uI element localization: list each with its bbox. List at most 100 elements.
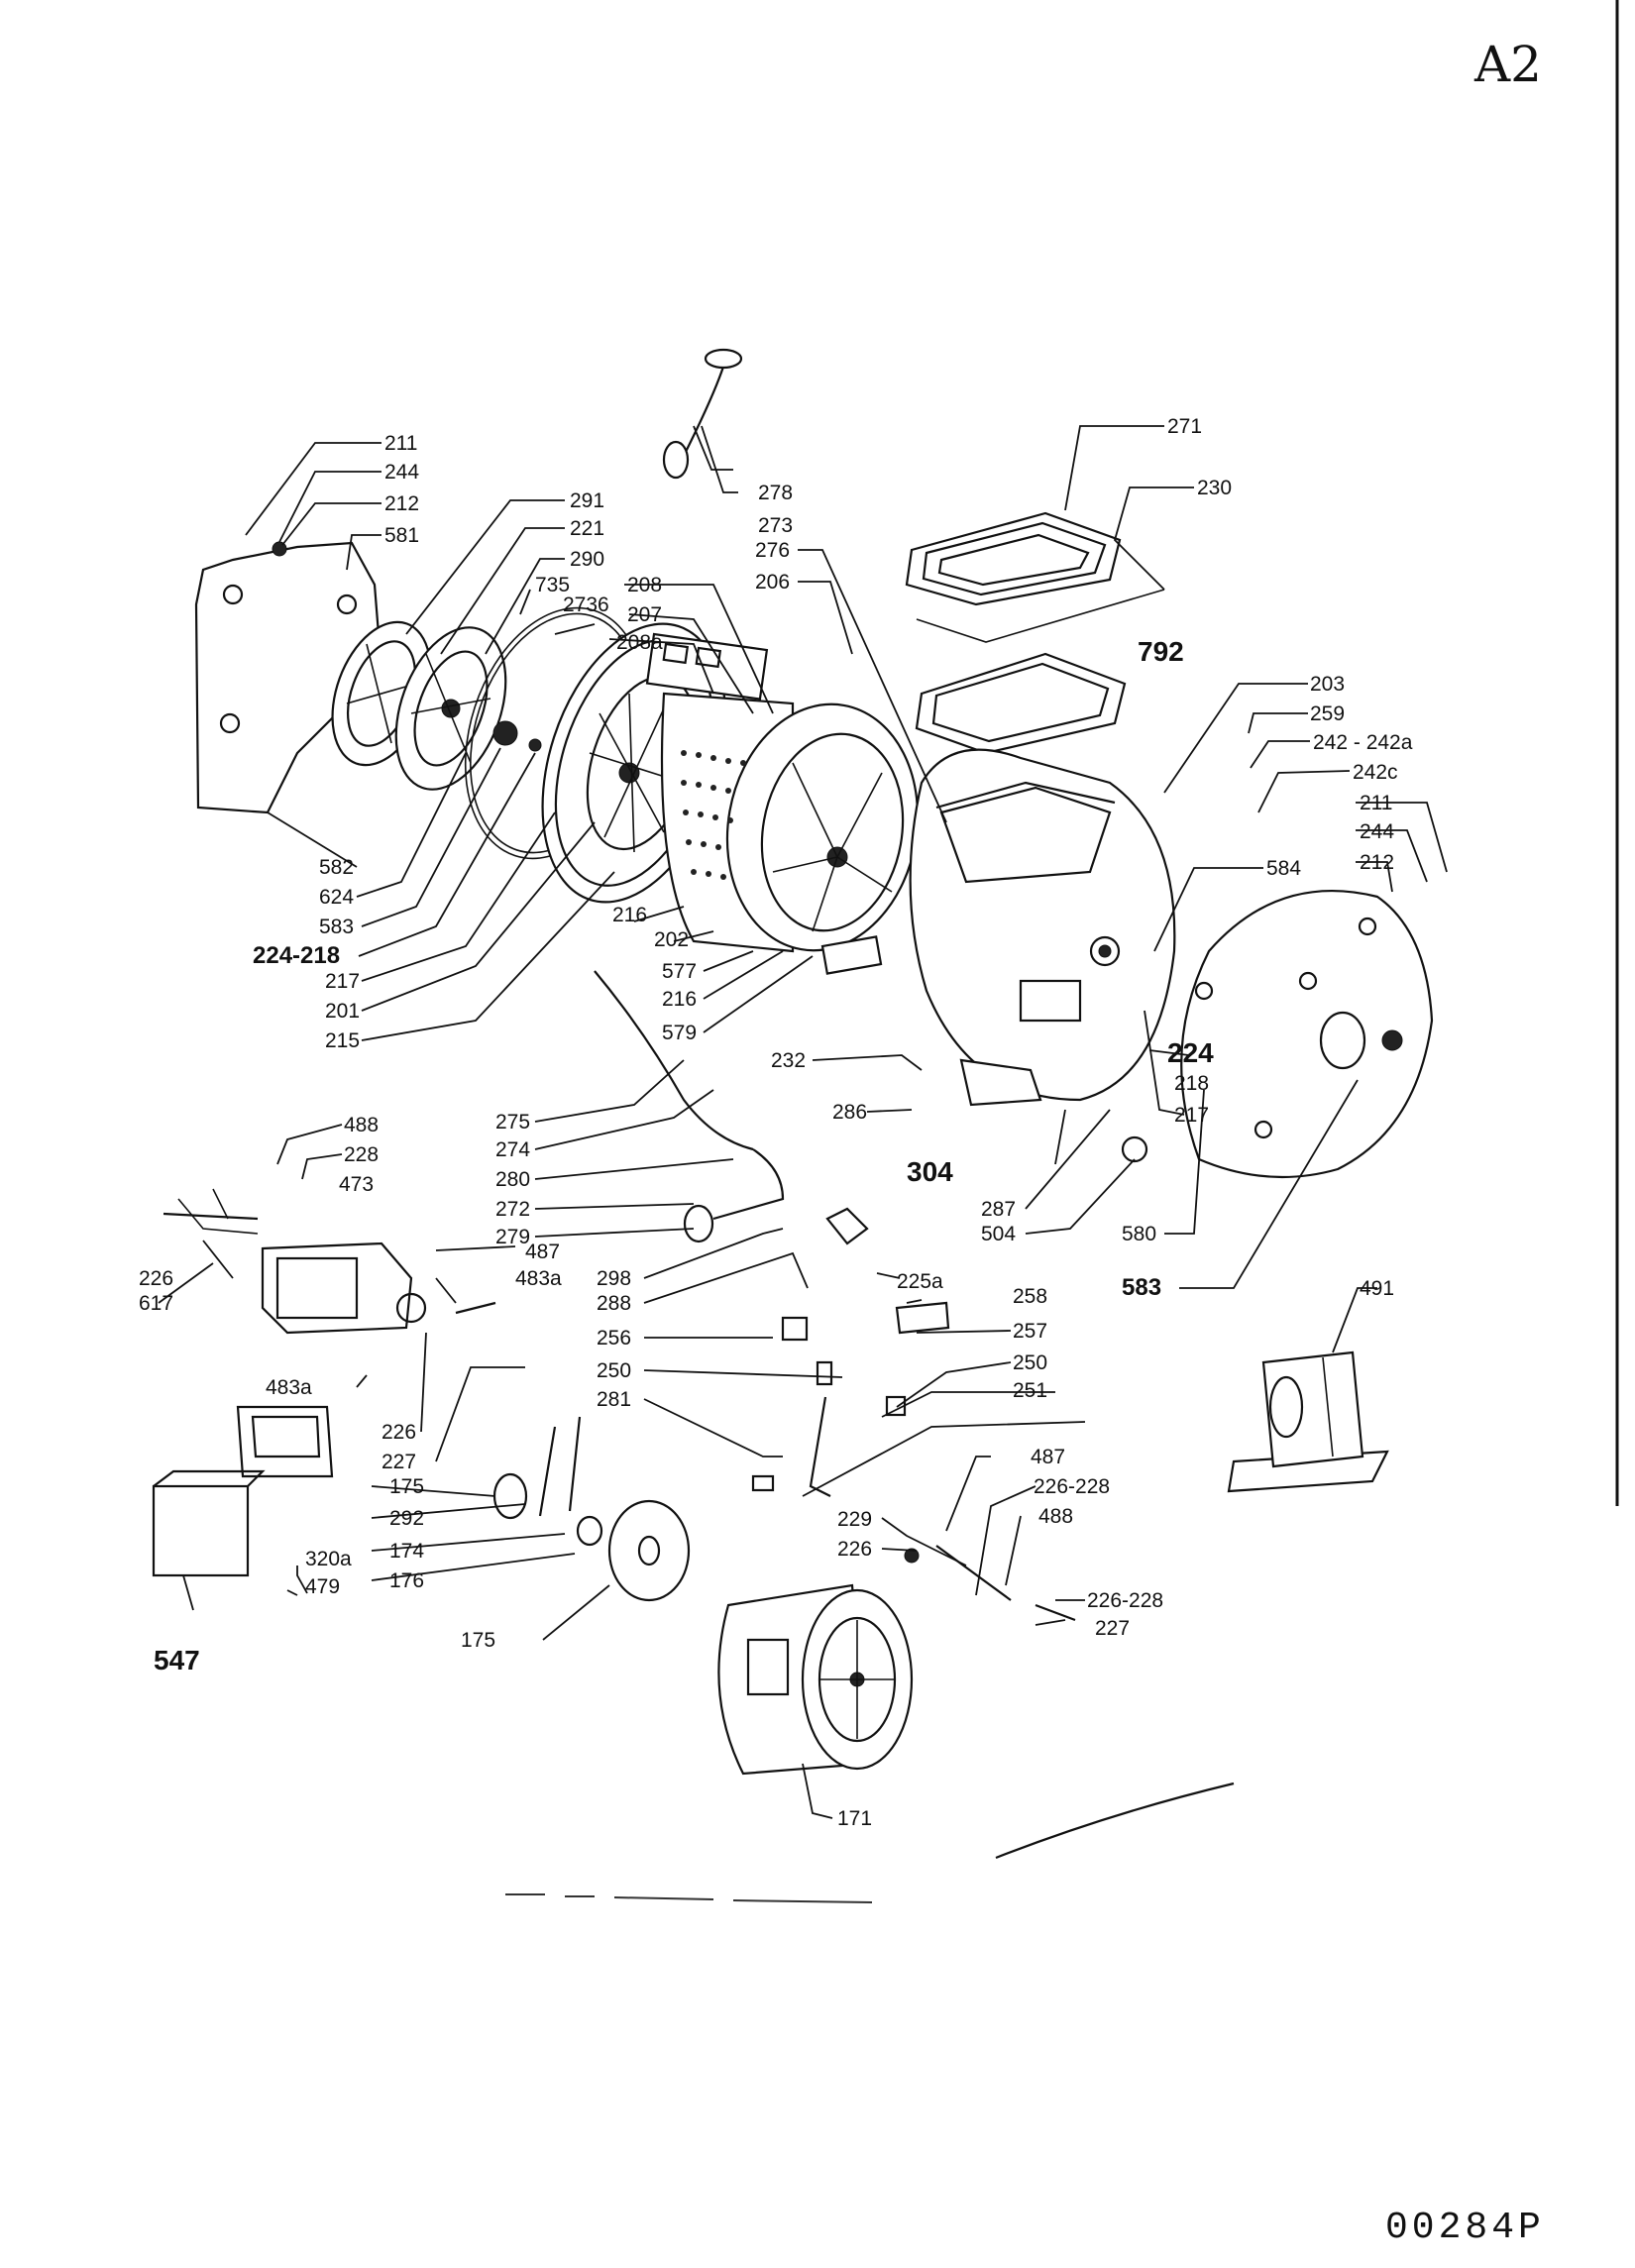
callout-label: 298 (597, 1267, 631, 1290)
callout-label: 216 (612, 904, 647, 926)
top-lid-frame (905, 511, 1165, 755)
callout-label: 290 (570, 548, 604, 571)
callout-label: 582 (319, 856, 354, 879)
callout-label: 211 (1360, 792, 1392, 814)
callout-label: 479 (305, 1575, 340, 1598)
callout-label: 288 (597, 1292, 631, 1315)
callout-label: 229 (837, 1508, 872, 1531)
callout-label: 583 (1122, 1274, 1161, 1301)
callout-label: 175 (389, 1475, 424, 1498)
callout-label: 228 (344, 1143, 379, 1166)
callout-label: 278 (758, 482, 793, 504)
scan-artifact-dashes (505, 1893, 873, 1903)
drain-hose (594, 970, 785, 1243)
drive-belt-and-pulley (492, 1416, 691, 1602)
callout-label: 250 (597, 1359, 631, 1382)
small-parts (751, 1135, 1148, 1622)
callout-label: 217 (325, 970, 360, 993)
callout-label: 225a (897, 1270, 943, 1293)
callout-label: 584 (1266, 857, 1301, 880)
callout-label: 271 (1167, 415, 1202, 438)
callout-label: 473 (339, 1173, 374, 1196)
callout-label: 257 (1013, 1320, 1047, 1343)
sheet-id: A2 (1473, 36, 1542, 93)
callout-label: 286 (832, 1101, 867, 1124)
callout-label: 2736 (563, 594, 609, 616)
callout-label: 320a (305, 1548, 352, 1570)
rear-tub (909, 748, 1176, 1107)
callout-label: 174 (389, 1540, 424, 1563)
callout-label: 203 (1310, 673, 1345, 696)
document-number: 00284P (1385, 2207, 1545, 2249)
callout-label: 207 (627, 603, 662, 626)
drum-flange-front (394, 626, 507, 791)
callout-label: 488 (1038, 1505, 1073, 1528)
callout-label: 226-228 (1087, 1589, 1163, 1612)
callout-label: 259 (1310, 702, 1345, 725)
leader-lines (158, 425, 1448, 1819)
tub-back-disc (1180, 890, 1434, 1179)
callout-label: 226 (837, 1538, 872, 1561)
callout-label: 583 (319, 916, 354, 938)
callout-label: 624 (319, 886, 354, 909)
callout-label: 617 (139, 1292, 173, 1315)
callout-label: 256 (597, 1327, 631, 1350)
callout-label: 304 (907, 1156, 953, 1187)
callout-label: 276 (755, 539, 790, 562)
drum-perforations (681, 750, 746, 880)
callout-label: 216 (662, 988, 697, 1011)
callout-label: 226-228 (1034, 1475, 1110, 1498)
callout-label: 258 (1013, 1285, 1047, 1308)
callout-label: 224 (1167, 1037, 1214, 1068)
callout-label: 206 (755, 571, 790, 594)
callout-label: 547 (154, 1645, 200, 1675)
callout-label: 221 (570, 517, 604, 540)
callout-label: 227 (1095, 1617, 1130, 1640)
callout-labels: 211 244 212 581 291 221 290 735 2736 208… (139, 415, 1413, 1830)
callout-label: 292 (389, 1507, 424, 1530)
callout-label: 577 (662, 960, 697, 983)
drive-motor (717, 1583, 914, 1776)
callout-label: 287 (981, 1198, 1016, 1221)
callout-label: 244 (384, 461, 419, 484)
callout-label: 208 (627, 574, 662, 596)
callout-label: 201 (325, 1000, 360, 1023)
callout-label: 272 (495, 1198, 530, 1221)
callout-label: 579 (662, 1022, 697, 1044)
callout-label: 281 (597, 1388, 631, 1411)
callout-label: 250 (1013, 1351, 1047, 1374)
callout-label: 171 (837, 1807, 872, 1830)
callout-label: 483a (266, 1376, 312, 1399)
callout-label: 275 (495, 1111, 530, 1134)
callout-label: 483a (515, 1267, 562, 1290)
callout-label: 735 (535, 574, 570, 596)
callout-label: 211 (384, 432, 417, 455)
callout-label: 274 (495, 1138, 530, 1161)
callout-label: 280 (495, 1168, 530, 1191)
callout-label: 487 (1031, 1446, 1065, 1468)
callout-label: 226 (382, 1421, 416, 1444)
callout-label: 487 (525, 1241, 560, 1263)
transformer (1227, 1350, 1389, 1493)
callout-label: 488 (344, 1114, 379, 1136)
drain-pump (163, 1188, 496, 1335)
page-swoosh (995, 1782, 1235, 1860)
callout-label: 202 (654, 928, 689, 951)
callout-label: 212 (384, 492, 419, 515)
callout-label: 175 (461, 1629, 495, 1652)
relay-block (236, 1405, 334, 1478)
callout-label: 232 (771, 1049, 806, 1072)
callout-label: 580 (1122, 1223, 1156, 1245)
washing-drum (645, 632, 920, 975)
callout-label: 491 (1360, 1277, 1394, 1300)
callout-label: 218 (1174, 1072, 1209, 1095)
capacitor-box (152, 1469, 266, 1577)
callout-label: 504 (981, 1223, 1016, 1245)
callout-label: 215 (325, 1029, 360, 1052)
callout-label: 230 (1197, 477, 1232, 499)
callout-label: 227 (382, 1451, 416, 1473)
callout-label: 242c (1353, 761, 1398, 784)
callout-label: 242 - 242a (1313, 731, 1413, 754)
callout-label: 279 (495, 1226, 530, 1248)
